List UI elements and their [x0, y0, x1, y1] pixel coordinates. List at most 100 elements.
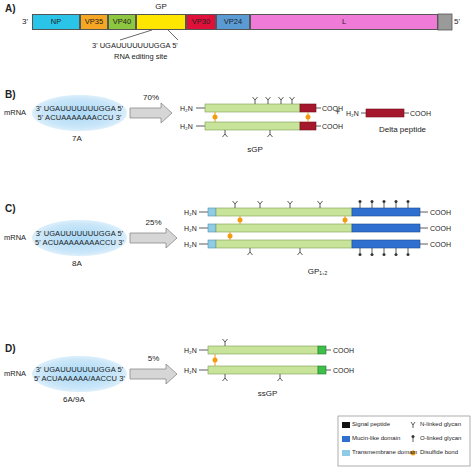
illustration-part [395, 253, 398, 256]
rna-sequence: 5' ACUAAAAAAAACCU 3' [35, 239, 124, 247]
terminus-dash [199, 244, 208, 245]
annotation-text: COOH [333, 347, 354, 354]
annotation-text: H₂N [184, 241, 197, 248]
legend-swatch [342, 450, 350, 456]
process-arrow [130, 228, 177, 248]
annotation-text: H₂N [184, 347, 197, 354]
tm-domain [208, 224, 216, 232]
tm-domain [208, 240, 216, 248]
annotation-text: COOH [410, 110, 431, 117]
disulfide-bond [213, 115, 218, 120]
mucin-domain [352, 240, 420, 248]
illustration-part [395, 200, 398, 203]
rna-sequence: 3' UGAUUUUUUUGGA 5' [36, 105, 124, 113]
annotation-text: 7A [72, 135, 82, 143]
illustration-part [371, 200, 374, 203]
disulfide-bond [306, 115, 311, 120]
annotation-text: H₂N [184, 225, 197, 232]
annotation-text: COOH [322, 123, 343, 130]
edge-percentage: 5% [148, 355, 160, 363]
editing-site-bubble: 3' UGAUUUUUUUGGA 5'5' ACUAAAAAAAACCU 3' [32, 220, 127, 256]
annotation-text: H₂N [184, 367, 197, 374]
annotation-text: H₂N [346, 110, 359, 117]
legend-text: Disulfide bond [420, 449, 458, 455]
gene-name: NP [51, 18, 61, 26]
rna-sequence: 5' ACUAAAAAA/AACCU 3' [34, 375, 125, 383]
legend-box [338, 416, 470, 466]
panel-label: B) [5, 90, 16, 100]
protein-name: Delta peptide [379, 126, 426, 134]
annotation-text: 5' [454, 18, 460, 26]
mucin-domain [352, 224, 420, 232]
protein-name: ssGP [258, 390, 278, 398]
annotation-text: mRNA [4, 234, 26, 242]
rna-sequence: 3' UGAUUUUUUUGGA 5' [36, 230, 124, 238]
process-arrow [130, 364, 177, 384]
gene-name: VP40 [113, 18, 131, 26]
protein-name: GP₁,₂ [308, 268, 328, 276]
gene-name: GP [137, 3, 185, 11]
o-glycan-stem [360, 203, 408, 253]
illustration-part [359, 253, 362, 256]
sgp-tail [300, 122, 316, 130]
annotation-text: H₂N [180, 105, 193, 112]
terminus-dash [316, 108, 321, 109]
sgp-protein [196, 97, 321, 137]
annotation-text: COOH [333, 367, 354, 374]
ssgp-tail [318, 346, 326, 354]
panel-label: D) [5, 344, 16, 354]
o-glycan [359, 200, 410, 256]
annotation-text: H₂N [184, 209, 197, 216]
annotation-text: COOH [430, 225, 451, 232]
annotation-text: + [335, 108, 340, 117]
illustration-part [407, 200, 410, 203]
annotation-text: 8A [72, 260, 82, 268]
gp-domain [216, 224, 352, 232]
zoom-lines [120, 30, 178, 40]
n-glycan [223, 97, 295, 137]
gene-segment: L [250, 14, 438, 30]
terminus-dash [199, 212, 208, 213]
legend-text: O-linked glycan [420, 435, 461, 441]
protein-group: ssGP [180, 338, 355, 398]
legend-text: N-linked glycan [420, 421, 461, 427]
gp12-protein [199, 200, 428, 256]
legend-text: Signal peptide [352, 421, 390, 427]
terminus-dash [404, 113, 409, 114]
illustration-part [371, 253, 374, 256]
terminus-dash [326, 350, 331, 351]
gp-domain [208, 366, 318, 374]
terminus-dash [420, 244, 428, 245]
gene-segment: NP [32, 14, 80, 30]
annotation-text: COOH [430, 241, 451, 248]
gene-name: VP24 [224, 18, 242, 26]
protein-group: GP₁,₂ [180, 196, 455, 276]
annotation-text: mRNA [4, 109, 26, 117]
ssgp-tail [318, 366, 326, 374]
annotation-text: COOH [430, 209, 451, 216]
legend-swatch [342, 422, 350, 428]
illustration-part [407, 253, 410, 256]
illustration-part [383, 253, 386, 256]
legend-o-glycan [412, 435, 415, 438]
mucin-domain [352, 208, 420, 216]
sgp-tail [300, 104, 316, 112]
protein-group: sGP [175, 92, 335, 154]
annotation-text: 6A/9A [63, 396, 85, 404]
terminus-dash [196, 108, 205, 109]
illustration-part [359, 200, 362, 203]
disulfide-bond [213, 358, 218, 363]
edge-percentage: 70% [143, 94, 159, 102]
gp-domain [208, 346, 318, 354]
gene-segment: VP35 [80, 14, 108, 30]
disulfide-line [215, 112, 308, 122]
gp-domain [216, 240, 352, 248]
terminus-dash [420, 228, 428, 229]
legend-text: Mucin-like domain [352, 435, 400, 441]
legend-text: Transmembrane domain [352, 449, 417, 455]
annotation-text: 3' [22, 18, 28, 26]
gp-domain [205, 104, 300, 112]
legend-n-glycan [411, 422, 415, 428]
rna-sequence: 5' ACUAAAAAAACCU 3' [38, 114, 122, 122]
